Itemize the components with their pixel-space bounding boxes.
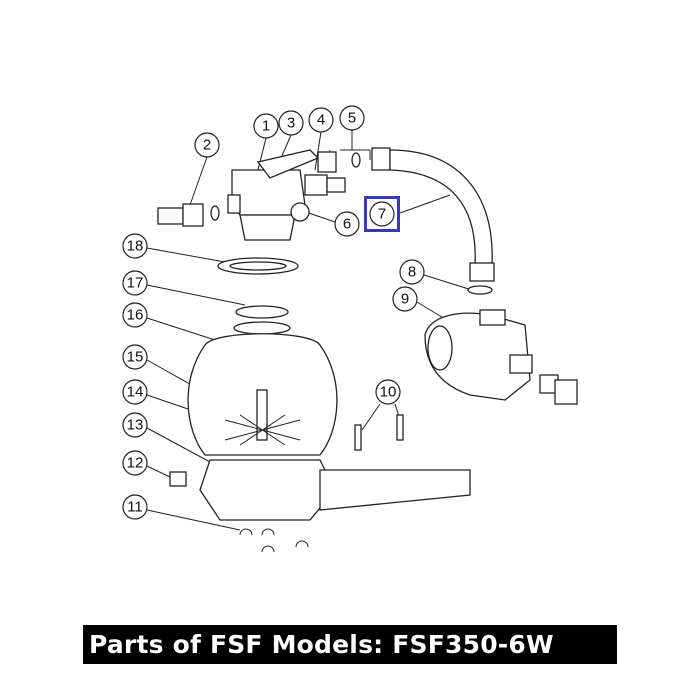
callout-10: 10: [375, 379, 401, 405]
svg-text:15: 15: [127, 349, 144, 366]
svg-text:7: 7: [378, 206, 386, 223]
svg-text:9: 9: [401, 291, 409, 308]
callout-6: 6: [334, 211, 360, 237]
svg-text:11: 11: [127, 499, 143, 516]
svg-text:2: 2: [203, 137, 211, 154]
callout-13: 13: [122, 412, 148, 438]
base-13: [169, 414, 471, 521]
clips-11: [239, 528, 309, 553]
union-connector-2: [157, 203, 220, 227]
callout-1: 1: [253, 113, 279, 139]
callout-14: 14: [122, 379, 148, 405]
union-connectors-4-5: [304, 151, 361, 196]
svg-text:3: 3: [287, 115, 295, 132]
caption-bar: Parts of FSF Models: FSF350-6W: [83, 625, 617, 664]
svg-text:13: 13: [127, 417, 144, 434]
svg-text:1: 1: [262, 118, 270, 135]
svg-text:5: 5: [348, 110, 356, 127]
multiport-valve: [227, 149, 320, 241]
svg-text:8: 8: [408, 264, 416, 281]
callout-18: 18: [122, 233, 148, 259]
callout-17: 17: [122, 270, 148, 296]
svg-text:14: 14: [127, 384, 144, 401]
callout-9: 9: [392, 286, 418, 312]
callout-2: 2: [194, 132, 220, 158]
callout-16: 16: [122, 302, 148, 328]
svg-text:4: 4: [317, 112, 325, 129]
o-ring-17: [235, 305, 289, 319]
svg-text:10: 10: [380, 384, 397, 401]
callout-4: 4: [308, 107, 334, 133]
callout-3: 3: [278, 110, 304, 136]
clamp-18: [217, 257, 299, 275]
callout-5: 5: [339, 105, 365, 131]
callout-11: 11: [122, 494, 148, 520]
highlight-box-part-7: [364, 196, 400, 232]
svg-text:18: 18: [127, 238, 144, 255]
svg-text:12: 12: [127, 455, 144, 472]
callout-15: 15: [122, 344, 148, 370]
svg-text:17: 17: [127, 275, 144, 292]
pump-9: [424, 309, 578, 405]
callout-12: 12: [122, 450, 148, 476]
callout-8: 8: [399, 259, 425, 285]
callout-7: 7: [369, 201, 395, 227]
svg-text:16: 16: [127, 307, 144, 324]
hose-7: [371, 147, 495, 295]
svg-text:6: 6: [343, 216, 351, 233]
tank-16: [187, 321, 338, 456]
